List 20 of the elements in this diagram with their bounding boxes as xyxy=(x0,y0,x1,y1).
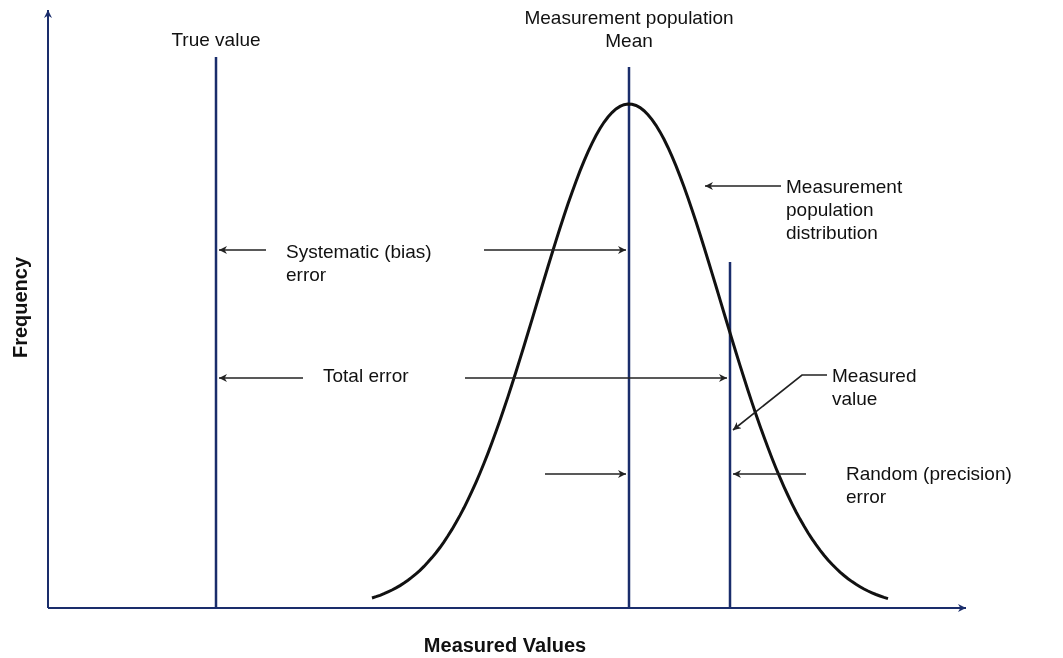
true-value-line xyxy=(214,57,218,608)
line-label: True value xyxy=(170,28,262,51)
callout-label: Systematic (bias) error xyxy=(286,240,466,286)
leader-line xyxy=(704,182,782,190)
callout-label: Total error xyxy=(323,364,463,387)
arrow xyxy=(732,470,807,478)
leader-line xyxy=(732,374,828,431)
callout-label: Measurement population distribution xyxy=(786,175,956,244)
arrow xyxy=(218,374,304,382)
axis-title: Frequency xyxy=(8,255,32,361)
callout-label: Random (precision) error xyxy=(846,462,1016,508)
mean-line xyxy=(627,67,631,608)
measured-value-line xyxy=(728,262,732,608)
arrow xyxy=(464,374,728,382)
arrow xyxy=(483,246,627,254)
line-label: Measurement population Mean xyxy=(523,6,735,52)
arrow xyxy=(544,470,627,478)
callout-label: Measured value xyxy=(832,364,952,410)
axis-title: Measured Values xyxy=(422,634,588,657)
arrow xyxy=(218,246,267,254)
